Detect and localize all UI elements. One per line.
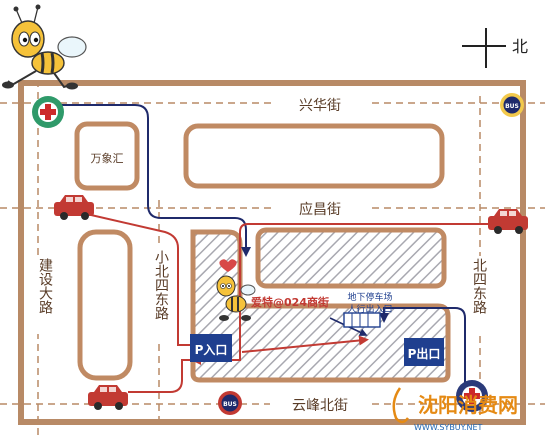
bee-mascot-icon (2, 4, 87, 90)
store-name-label: 爱特@024商街 (251, 295, 329, 309)
hatched-block-north (255, 227, 447, 289)
east-car-route (191, 223, 492, 365)
mall-block (190, 229, 451, 383)
parking-exit-label: P出口 (408, 346, 441, 361)
street-label-xiaobei: 小北四东路 (153, 250, 169, 320)
west-block (77, 229, 133, 381)
metro-walk-route (50, 104, 251, 257)
north-label: 北 (512, 37, 528, 56)
metro-icon (456, 380, 488, 412)
street-label-beisi: 北四东路 (471, 258, 487, 314)
west-car-route (77, 211, 201, 350)
bee-mascot-icon (216, 275, 256, 321)
street-label-yingchang: 应昌街 (299, 201, 341, 218)
metro-icon (32, 96, 64, 128)
underground-parking-label: 地下停车场 (347, 291, 392, 303)
south-car-route (128, 359, 194, 393)
watermark-url: WWW.SYBUY.NET (414, 423, 483, 432)
parking-inner-red-route (241, 335, 369, 353)
metro-east-walk-route (379, 307, 466, 388)
wanxianghui-label: 万象汇 (91, 152, 124, 165)
watermark: 沈阳消费网 WWW.SYBUY.NET (392, 387, 518, 432)
bus-label: BUS (223, 401, 237, 408)
city-blocks (74, 121, 451, 383)
parking-entrance-sign: P入口 (190, 334, 232, 362)
parking-entrance-label: P入口 (195, 343, 228, 357)
bus-label: BUS (505, 103, 519, 110)
wanxianghui-block (74, 121, 140, 191)
heart-icon (219, 259, 237, 272)
watermark-title: 沈阳消费网 (418, 393, 518, 417)
watermark-logo-icon (392, 387, 409, 424)
pedestrian-entrance-label: 人行出入口 (347, 303, 392, 315)
routes (50, 104, 492, 393)
parking-exit-sign: P出口 (404, 338, 444, 366)
north-block (183, 123, 445, 189)
bus-stop-icon: BUS (500, 93, 524, 117)
street-label-xinghua: 兴华街 (299, 98, 341, 114)
street-label-yunfeng: 云峰北街 (292, 398, 348, 414)
compass-icon: 北 (462, 28, 528, 68)
bus-stop-icon: BUS (218, 391, 242, 415)
walkway-icon (343, 312, 381, 328)
street-label-jianshe: 建设大路 (37, 258, 53, 314)
